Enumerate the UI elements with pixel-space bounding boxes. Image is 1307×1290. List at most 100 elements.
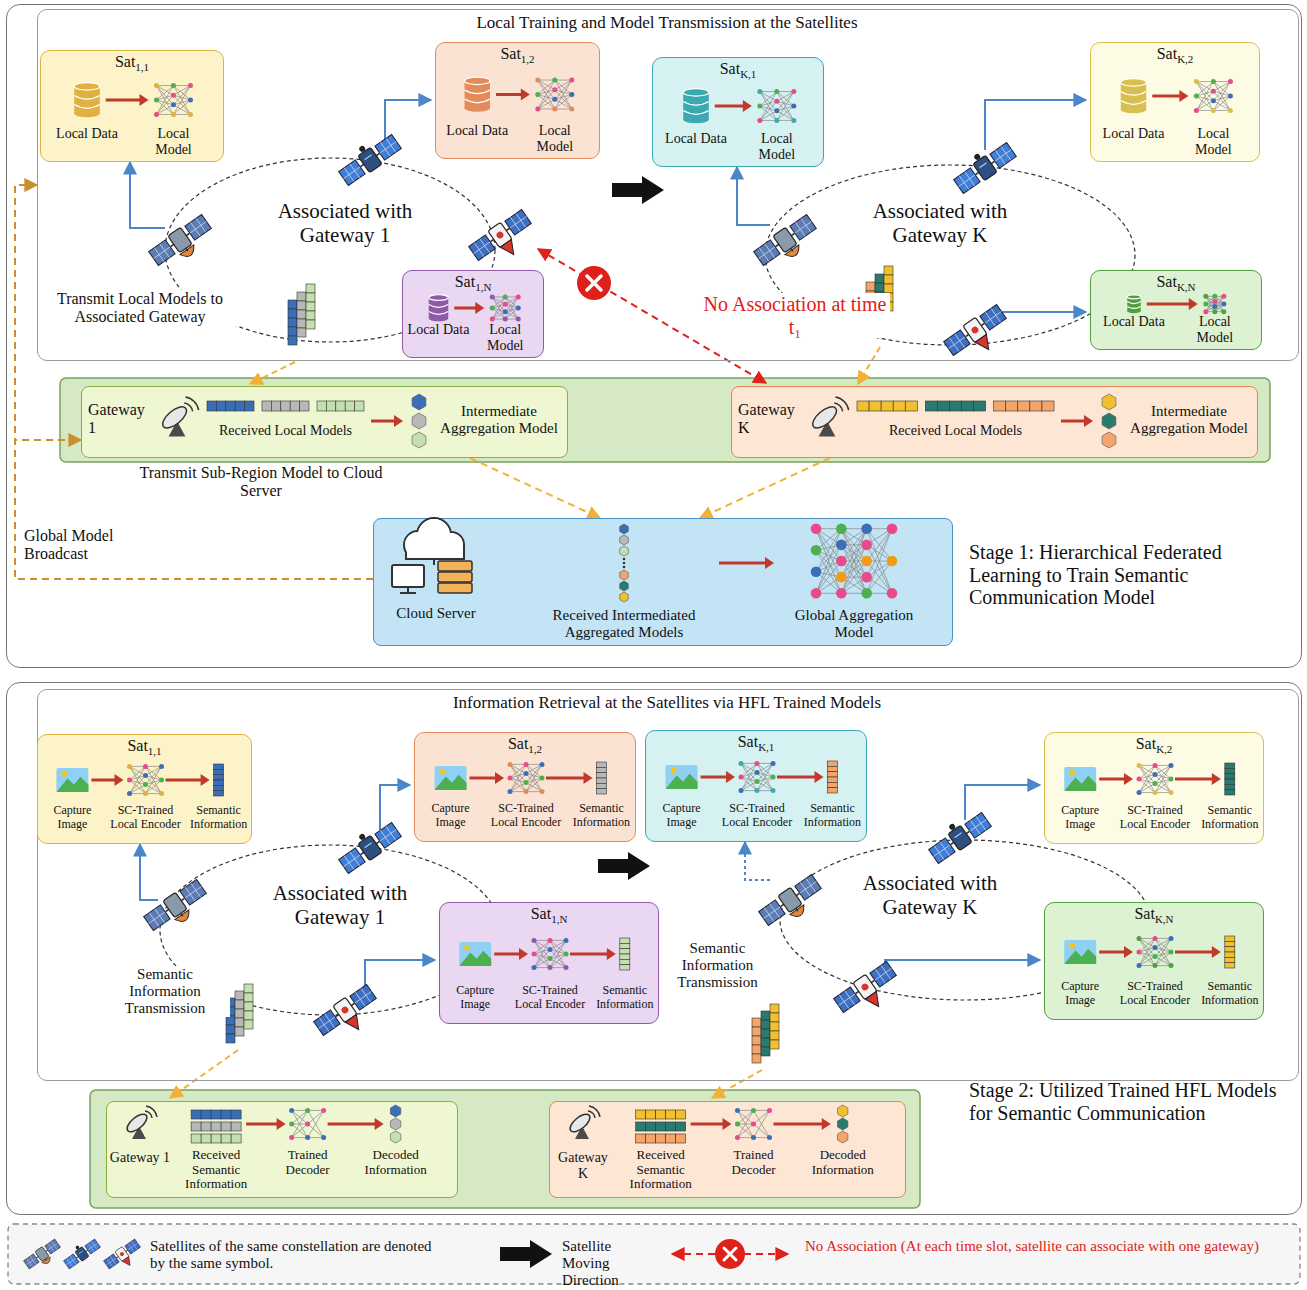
svg-rect [1030, 401, 1042, 411]
svg-circle [159, 764, 164, 769]
svg-line [796, 908, 798, 911]
svg-rect [770, 1022, 779, 1031]
svg-line [1139, 952, 1155, 966]
svg-circle [524, 789, 529, 794]
svg-rect [214, 775, 224, 780]
svg-rect [620, 965, 630, 970]
svg-rect [620, 938, 630, 943]
label-text: SC-Trained Local Encoder [1113, 804, 1197, 831]
svg-line [454, 307, 478, 310]
svg-rect [226, 1025, 235, 1034]
svg-circle [552, 106, 557, 111]
svg-line [1099, 778, 1127, 781]
svg-circle [791, 104, 796, 109]
svg-rect [297, 319, 306, 328]
svg-line [760, 106, 777, 120]
svg-rect [244, 1011, 253, 1020]
svg-rect [994, 401, 1006, 411]
svg-rect [980, 305, 1006, 331]
satellite-box: Sat1,2Local DataLocal Model [435, 42, 600, 159]
svg-rect [216, 401, 225, 411]
svg-rect [620, 949, 630, 954]
svg-path [785, 245, 803, 260]
svg-line [534, 959, 550, 968]
svg-rect [24, 1254, 40, 1269]
satellite-box: Sat1,NLocal DataLocal Model [402, 270, 544, 358]
satellite-box: Sat1,2Capture ImageSC-Trained Local Enco… [414, 732, 636, 842]
svg-line [106, 1258, 116, 1265]
svg-line [190, 221, 207, 233]
svg-path [465, 90, 491, 94]
dashed-connector [700, 458, 830, 518]
svg-rect [1225, 947, 1235, 952]
label-text: SC-Trained Local Encoder [105, 804, 187, 831]
svg-path [145, 1111, 152, 1118]
svg-line [760, 92, 777, 121]
svg-path [975, 334, 994, 353]
svg-path [587, 276, 601, 290]
svg-circle [154, 83, 159, 88]
svg-g [468, 208, 540, 273]
svg-rect [235, 401, 244, 411]
svg-circle [1221, 294, 1226, 299]
svg-rect [770, 1013, 779, 1022]
svg-circle [143, 773, 148, 778]
svg-line [777, 92, 794, 121]
svg-rect [438, 583, 472, 593]
dashed-connector [15, 440, 373, 579]
svg-rect [244, 1020, 253, 1029]
label-text: Transmit Local Models to Associated Gate… [40, 290, 240, 326]
svg-rect [235, 1000, 244, 1009]
svg-circle [1228, 79, 1233, 84]
svg-line [550, 954, 566, 968]
svg-polygon [726, 771, 735, 783]
svg-rect [761, 1029, 770, 1038]
svg-ellipse [74, 110, 100, 117]
svg-line [795, 221, 812, 233]
svg-circle [861, 523, 872, 534]
label-text: Local Model [522, 123, 588, 155]
svg-rect [45, 1239, 61, 1254]
svg-circle [171, 83, 176, 88]
svg-circle [1137, 950, 1142, 955]
svg-rect [761, 1020, 770, 1029]
svg-line [841, 529, 866, 577]
legend-text: Satellite Moving Direction [562, 1238, 662, 1289]
svg-rect [866, 282, 875, 291]
svg-circle [755, 770, 760, 775]
svg-path [56, 777, 88, 792]
svg-circle [305, 1122, 310, 1127]
sat-title: SatK,1 [653, 60, 823, 80]
svg-rect [271, 401, 280, 411]
label-text: Global Model Broadcast [24, 527, 154, 563]
svg-polygon [412, 394, 426, 410]
sat-title: Sat1,N [440, 905, 658, 925]
svg-circle [948, 823, 956, 831]
svg-line [156, 114, 173, 115]
label-text: SC-Trained Local Encoder [484, 802, 568, 829]
svg-g [334, 816, 402, 875]
label-text: Local Model [1180, 126, 1246, 158]
svg-line [741, 777, 757, 791]
sat-title: Sat1,2 [436, 45, 599, 65]
svg-rect [676, 1110, 686, 1119]
svg-rect [870, 962, 896, 988]
label-text: Capture Image [1047, 980, 1113, 1007]
label-text: Gateway 1 [88, 401, 146, 437]
svg-line [867, 545, 892, 593]
sat-title: SatK,N [1091, 273, 1261, 293]
svg-circle [1211, 89, 1216, 94]
svg-line [308, 1124, 324, 1138]
svg-rect [214, 764, 224, 769]
svg-polygon [139, 94, 148, 106]
svg-polygon [838, 1131, 848, 1143]
svg-g [949, 136, 1017, 195]
svg-circle [188, 98, 193, 103]
svg-circle [159, 778, 164, 783]
svg-circle [739, 788, 744, 793]
svg-circle [535, 78, 540, 83]
svg-path [465, 99, 491, 103]
svg-path [459, 951, 491, 966]
svg-line [741, 782, 757, 791]
svg-line [505, 308, 518, 319]
